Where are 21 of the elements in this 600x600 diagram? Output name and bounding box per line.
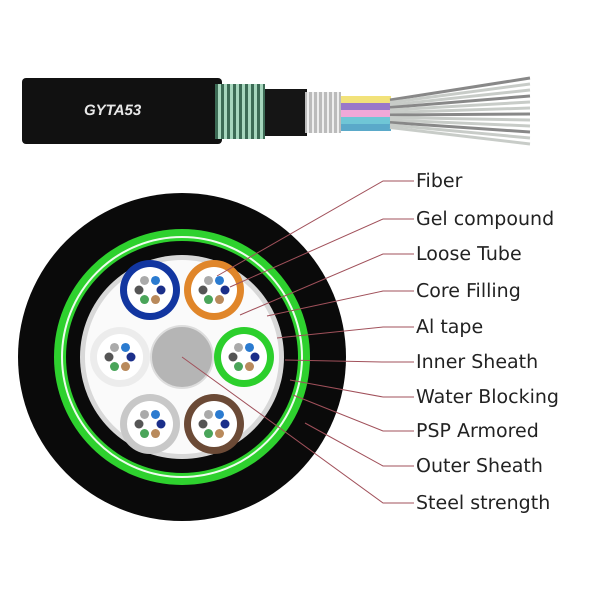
leader-line — [304, 422, 414, 466]
leader-line — [290, 380, 414, 398]
leader-line — [276, 326, 414, 338]
leader-line — [292, 394, 414, 432]
leader-line — [266, 290, 414, 316]
part-label: Water Blocking — [416, 385, 559, 409]
part-label: Inner Sheath — [416, 350, 538, 374]
part-label: Steel strength — [416, 491, 550, 515]
part-label: Fiber — [416, 169, 462, 193]
part-label: Core Filling — [416, 279, 521, 303]
cable-type-label: GYTA53 — [84, 102, 142, 119]
part-label: Outer Sheath — [416, 454, 543, 478]
part-label: Loose Tube — [416, 242, 522, 266]
part-label: Al tape — [416, 315, 484, 339]
leader-line — [240, 254, 414, 316]
leader-line — [284, 360, 414, 362]
leader-line — [216, 180, 414, 276]
leader-line — [230, 218, 414, 288]
part-label: Gel compound — [416, 207, 554, 231]
part-label: PSP Armored — [416, 419, 539, 443]
leader-line — [182, 356, 414, 504]
